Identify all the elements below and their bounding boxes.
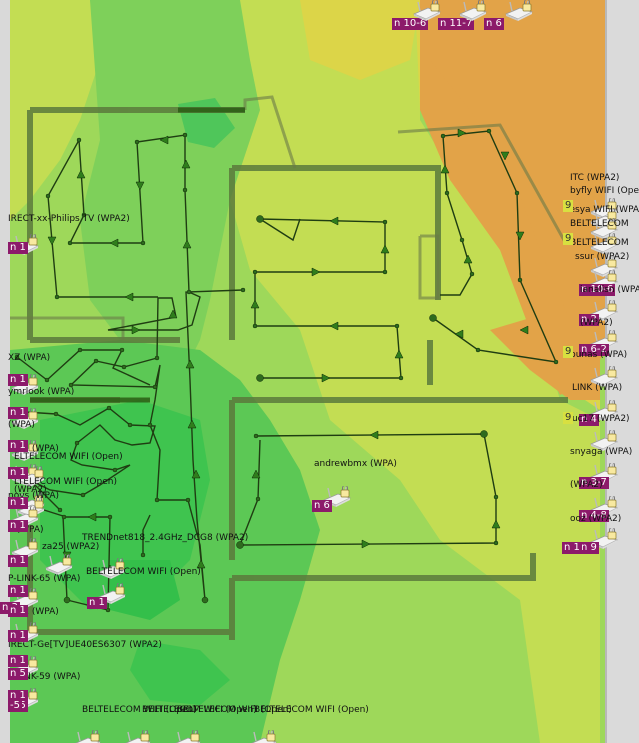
access-point-label: SID1 (WPA) xyxy=(8,444,59,454)
channel-badge: n 2 xyxy=(579,314,599,326)
access-point-label: byfly WIFI (Open) xyxy=(570,186,639,196)
router-icon xyxy=(72,729,102,743)
access-point-label: ELTELECOM WIFI (Open) xyxy=(14,452,123,462)
channel-badge: n 1 xyxy=(8,655,28,667)
channel-badge: n 6 xyxy=(484,18,504,30)
access-point-label: SID1 (WPA) xyxy=(8,607,59,617)
router-icon xyxy=(589,527,619,553)
access-point-label: snyaga (WPA) xyxy=(570,447,633,457)
access-point-label: (WPA2) xyxy=(580,318,613,328)
router-icon xyxy=(122,729,152,743)
access-point-label: LINK (WPA) xyxy=(572,383,623,393)
access-point-label: lesya WIFI (WPA) xyxy=(567,205,639,215)
channel-badge: n 1 xyxy=(8,440,28,452)
router-icon xyxy=(97,557,127,583)
access-point-label: P-LINK-65 (WPA) xyxy=(8,574,81,584)
channel-badge: n 1 xyxy=(8,374,28,386)
router-icon xyxy=(172,729,202,743)
access-point-label: BELTELECOM xyxy=(570,238,629,248)
router-icon xyxy=(44,553,74,579)
router-icon xyxy=(589,255,619,281)
access-point-label: IRECT-Ge[TV]UE40ES6307 (WPA2) xyxy=(8,640,162,650)
channel-badge: n 1 xyxy=(87,597,107,609)
access-point-label: ymrlook (WPA) xyxy=(8,387,75,397)
access-point-label: (WPA) xyxy=(8,420,35,430)
channel-badge: n 6-2 xyxy=(579,344,609,356)
access-point-label: andrewbmx (WPA) xyxy=(314,459,397,469)
router-icon xyxy=(589,365,619,391)
channel-badge: n 1 xyxy=(8,690,28,702)
access-point-label: BELTELECOM WIFI (Open) xyxy=(82,705,197,715)
channel-badge-secondary: 9 xyxy=(563,412,574,424)
channel-badge: n 3-7 xyxy=(579,477,609,489)
access-point-label: za25 (WPA2) xyxy=(42,542,100,552)
zone-green-upper xyxy=(80,0,260,380)
access-point-label: IRECT-xx-Philips TV (WPA2) xyxy=(8,214,130,224)
zone-yellow-green-right xyxy=(210,0,600,743)
access-point-label: ianalisn (WPA) xyxy=(580,285,639,295)
channel-badge: n 1 xyxy=(8,630,28,642)
channel-badge: -5 xyxy=(8,700,22,712)
channel-badge: n 4 xyxy=(579,414,599,426)
channel-badge: n 1 xyxy=(8,605,28,617)
router-icon xyxy=(412,0,442,25)
access-point-label: BELTELECOM WIFI (Open) xyxy=(254,705,369,715)
access-point-label: (WPA2) xyxy=(570,480,603,490)
channel-badge: n 1 xyxy=(8,555,28,567)
access-point-label: novs (WPA) xyxy=(8,491,60,501)
channel-badge: n 1 xyxy=(8,585,28,597)
channel-badge: n 5 xyxy=(8,668,28,680)
channel-badge: n 4-8 xyxy=(579,510,609,522)
access-point-label: bunas (WPA) xyxy=(570,350,628,360)
access-point-label: BELTELECOM xyxy=(570,219,629,229)
router-icon xyxy=(10,407,40,433)
router-icon xyxy=(589,232,619,258)
router-icon xyxy=(248,729,278,743)
access-point-label: ooz (WPA2) xyxy=(570,514,622,524)
access-point-label: cuc17 (WPA2) xyxy=(567,414,630,424)
channel-badge: n 1 xyxy=(8,407,28,419)
channel-badge: n 11-7 xyxy=(438,18,475,30)
channel-badge: n 1 xyxy=(562,542,582,554)
access-point-label: (WPA2) xyxy=(14,485,47,495)
zone-deep-green xyxy=(40,400,210,610)
channel-badge: n 10-6 xyxy=(579,284,616,296)
access-point-label: TRENDnet818_2.4GHz_DCG8 (WPA2) xyxy=(82,533,249,543)
channel-badge-secondary: 9 xyxy=(563,200,574,212)
channel-badge: n 1 xyxy=(8,520,28,532)
channel-badge: n 9 xyxy=(579,542,599,554)
access-point-label: BELTELECOM WIFI (Open) xyxy=(86,567,201,577)
access-point-label: LTELECOM WIFI (Open) xyxy=(14,477,117,487)
channel-badge: n 10-6 xyxy=(392,18,429,30)
channel-badge-secondary: 9 xyxy=(563,233,574,245)
access-point-label: ITC (WPA2) xyxy=(570,173,620,183)
channel-badge: n 1 xyxy=(8,467,28,479)
router-icon xyxy=(589,429,619,455)
channel-badge-secondary: 9 xyxy=(563,346,574,358)
access-point-label: XZ (WPA) xyxy=(8,353,51,363)
access-point-label: BELTELECOM WIFI (Open) xyxy=(142,705,257,715)
router-icon xyxy=(504,0,534,25)
access-point-label: BELTELECOM WIFI (Open) xyxy=(177,705,292,715)
channel-badge: n 1 xyxy=(8,242,28,254)
access-point-label: P-LINK-59 (WPA) xyxy=(8,672,81,682)
access-point-label: ssur (WPA2) xyxy=(575,252,630,262)
channel-badge: n 6 xyxy=(312,500,332,512)
router-icon xyxy=(458,0,488,25)
channel-badge: n 1 xyxy=(8,497,28,509)
